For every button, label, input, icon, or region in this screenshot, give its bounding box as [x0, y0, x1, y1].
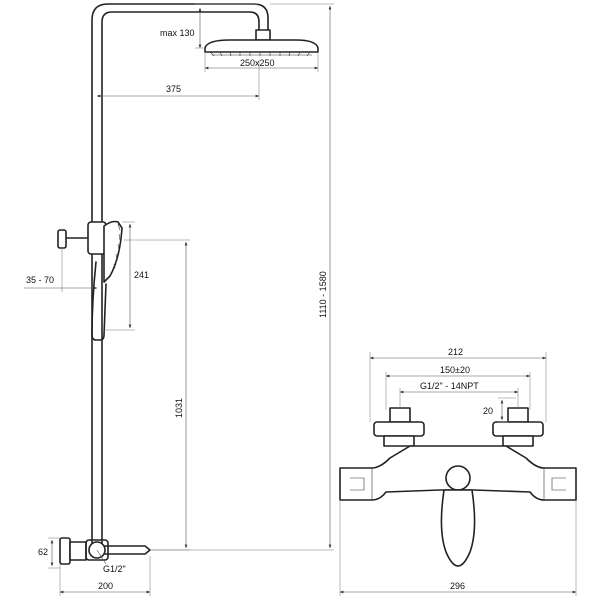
rain-shower-head [204, 39, 319, 57]
riser-pipe [91, 3, 269, 546]
dim-mixer-spacing: 150±20 [440, 365, 470, 375]
left-handle [350, 477, 365, 491]
hand-shower [91, 220, 123, 341]
dim-hand-shower-length: 241 [134, 270, 149, 280]
dim-total-height: 1110 - 1580 [318, 271, 328, 318]
dim-max-head-height: max 130 [160, 28, 195, 38]
dim-mixer-depth: 296 [450, 581, 465, 591]
dim-holder-range: 35 - 70 [26, 275, 54, 285]
dim-eccentric-height: 20 [483, 406, 493, 416]
column-dimensions [24, 3, 334, 596]
thermostatic-mixer [339, 407, 577, 567]
dim-head-size: 250x250 [240, 58, 275, 68]
mixer-dimensions [339, 352, 577, 596]
shower-column [57, 3, 319, 565]
dim-bottom-offset: 62 [38, 547, 48, 557]
dim-base-width: 200 [98, 581, 113, 591]
dim-mixer-width: 212 [448, 347, 463, 357]
right-handle [551, 477, 566, 491]
eccentric-left [373, 407, 425, 447]
head-connector [255, 29, 271, 41]
dim-thread-spec: G1/2" - 14NPT [420, 381, 479, 391]
dim-connection-thread: G1/2" [103, 564, 126, 574]
riser-pipe-inner [101, 11, 260, 546]
holder-knob [57, 229, 67, 249]
bath-spout [440, 489, 476, 567]
eccentric-right [492, 407, 544, 447]
diverter-knob [445, 465, 471, 491]
column-base [59, 537, 151, 565]
dim-holder-height: 1031 [174, 398, 184, 418]
dim-arm-reach: 375 [166, 84, 181, 94]
